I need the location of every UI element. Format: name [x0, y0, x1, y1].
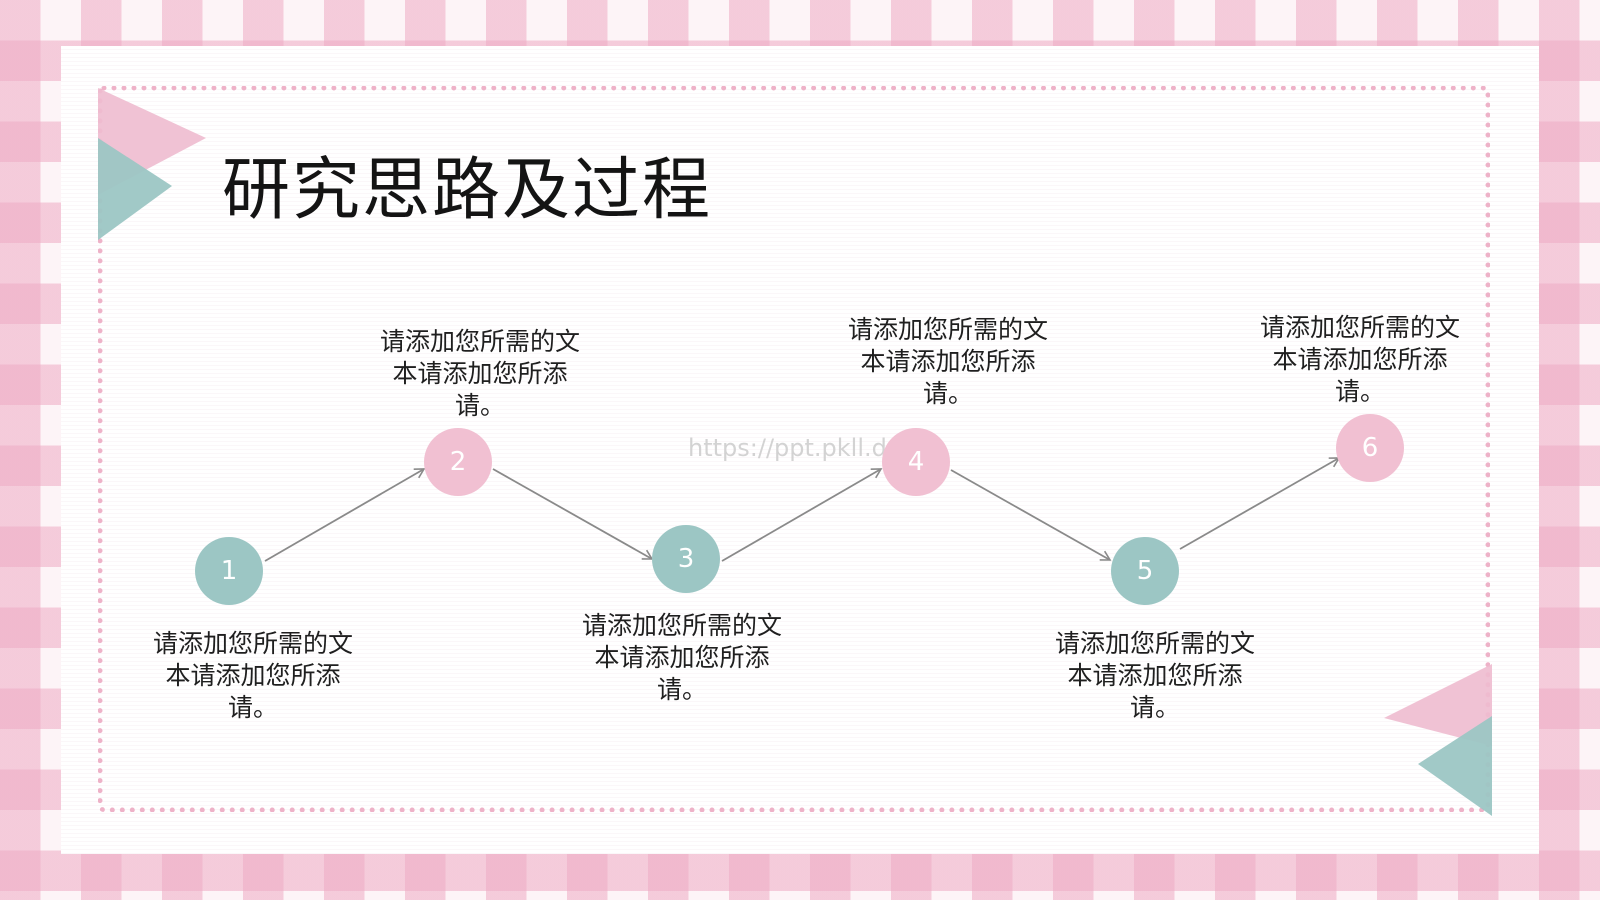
step-caption-4: 请添加您所需的文本请添加您所添请。	[848, 315, 1049, 408]
top-left-teal-triangle	[98, 138, 172, 240]
bottom-right-pink-triangle	[1384, 664, 1492, 746]
step-node-1: 1	[195, 537, 263, 605]
step-node-2: 2	[424, 428, 492, 496]
bottom-right-teal-triangle	[1418, 716, 1492, 816]
watermark: https://ppt.pkll.de	[688, 434, 902, 462]
dotted-frame	[98, 86, 1490, 812]
arrow-4-to-5	[950, 469, 1112, 561]
step-caption-3: 请添加您所需的文本请添加您所添请。	[582, 611, 783, 704]
page-title: 研究思路及过程	[222, 151, 713, 230]
step-caption-1: 请添加您所需的文本请添加您所添请。	[153, 629, 354, 722]
step-node-3: 3	[652, 525, 720, 593]
arrow-1-to-2	[264, 468, 426, 562]
paper-panel	[61, 46, 1539, 854]
arrow-3-to-4	[721, 468, 883, 562]
step-node-6: 6	[1336, 414, 1404, 482]
step-caption-2: 请添加您所需的文本请添加您所添请。	[380, 327, 581, 420]
step-caption-5: 请添加您所需的文本请添加您所添请。	[1055, 629, 1256, 722]
step-caption-6: 请添加您所需的文本请添加您所添请。	[1260, 313, 1461, 406]
arrow-2-to-3	[492, 468, 654, 560]
arrow-5-to-6	[1179, 457, 1341, 550]
step-node-5: 5	[1111, 537, 1179, 605]
step-node-4: 4	[882, 428, 950, 496]
